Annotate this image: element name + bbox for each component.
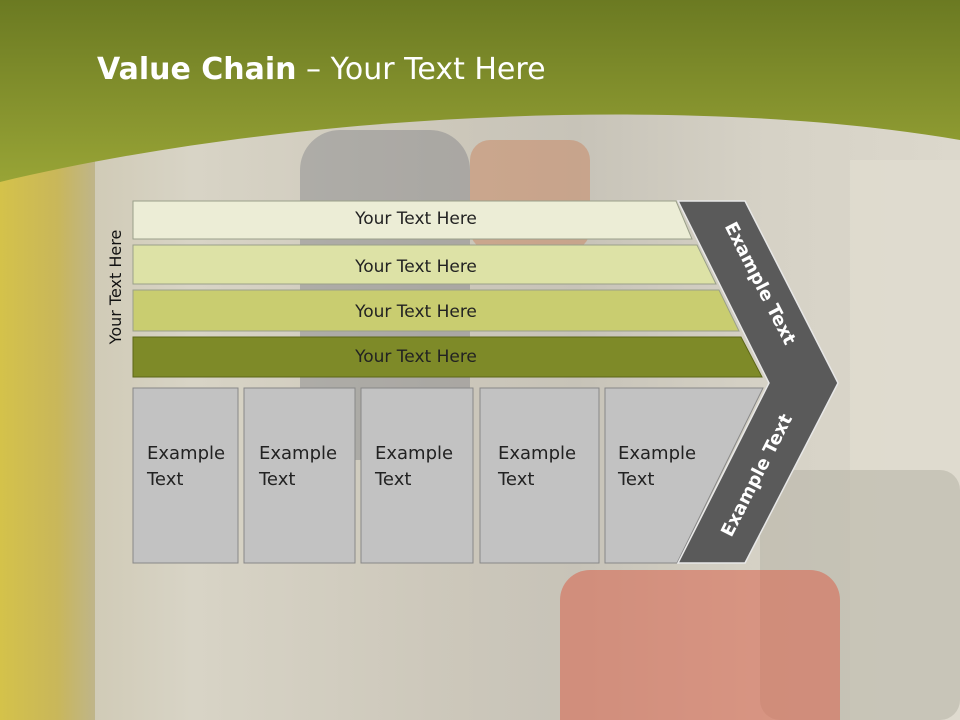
box-1-line2: Text bbox=[146, 469, 183, 490]
box-5-line2: Text bbox=[617, 469, 654, 490]
box-4-line2: Text bbox=[497, 469, 534, 490]
row-1-bar bbox=[132, 200, 693, 240]
box-3-line1: Example bbox=[375, 443, 453, 464]
box-3-line2: Text bbox=[374, 469, 411, 490]
svg-text:Text: Text bbox=[374, 638, 411, 659]
svg-text:Text: Text bbox=[258, 638, 295, 659]
box-4 bbox=[479, 387, 600, 564]
svg-text:Example: Example bbox=[498, 664, 576, 685]
chevron bbox=[676, 200, 839, 564]
svg-text:Example: Example bbox=[147, 664, 225, 685]
title-bold: Value Chain bbox=[97, 52, 297, 87]
svg-text:Text: Text bbox=[146, 638, 183, 659]
box-3 bbox=[360, 387, 474, 564]
reflection: Example Text Example Text Example Text E… bbox=[132, 564, 826, 720]
header-band bbox=[0, 0, 960, 182]
svg-text:Text: Text bbox=[497, 638, 534, 659]
title-rest: – Your Text Here bbox=[296, 52, 546, 87]
background-left-panel bbox=[0, 140, 95, 720]
row-3-bar bbox=[132, 289, 740, 332]
box-2-line2: Text bbox=[258, 469, 295, 490]
row-2-bar bbox=[132, 244, 717, 285]
box-5-line1: Example bbox=[618, 443, 696, 464]
svg-text:Example: Example bbox=[618, 664, 696, 685]
box-2 bbox=[243, 387, 356, 564]
row-4-bar bbox=[132, 336, 763, 378]
box-1-line1: Example bbox=[147, 443, 225, 464]
box-1 bbox=[132, 387, 239, 564]
row-1-label: Your Text Here bbox=[354, 209, 477, 229]
box-5 bbox=[604, 387, 764, 564]
box-4-line1: Example bbox=[498, 443, 576, 464]
svg-text:Example: Example bbox=[375, 664, 453, 685]
row-3-label: Your Text Here bbox=[354, 302, 477, 322]
box-2-line1: Example bbox=[259, 443, 337, 464]
svg-text:Text: Text bbox=[617, 638, 654, 659]
row-2-label: Your Text Here bbox=[354, 257, 477, 277]
svg-text:Example: Example bbox=[259, 664, 337, 685]
row-4-label: Your Text Here bbox=[354, 347, 477, 367]
page-title: Value Chain – Your Text Here bbox=[97, 52, 546, 87]
